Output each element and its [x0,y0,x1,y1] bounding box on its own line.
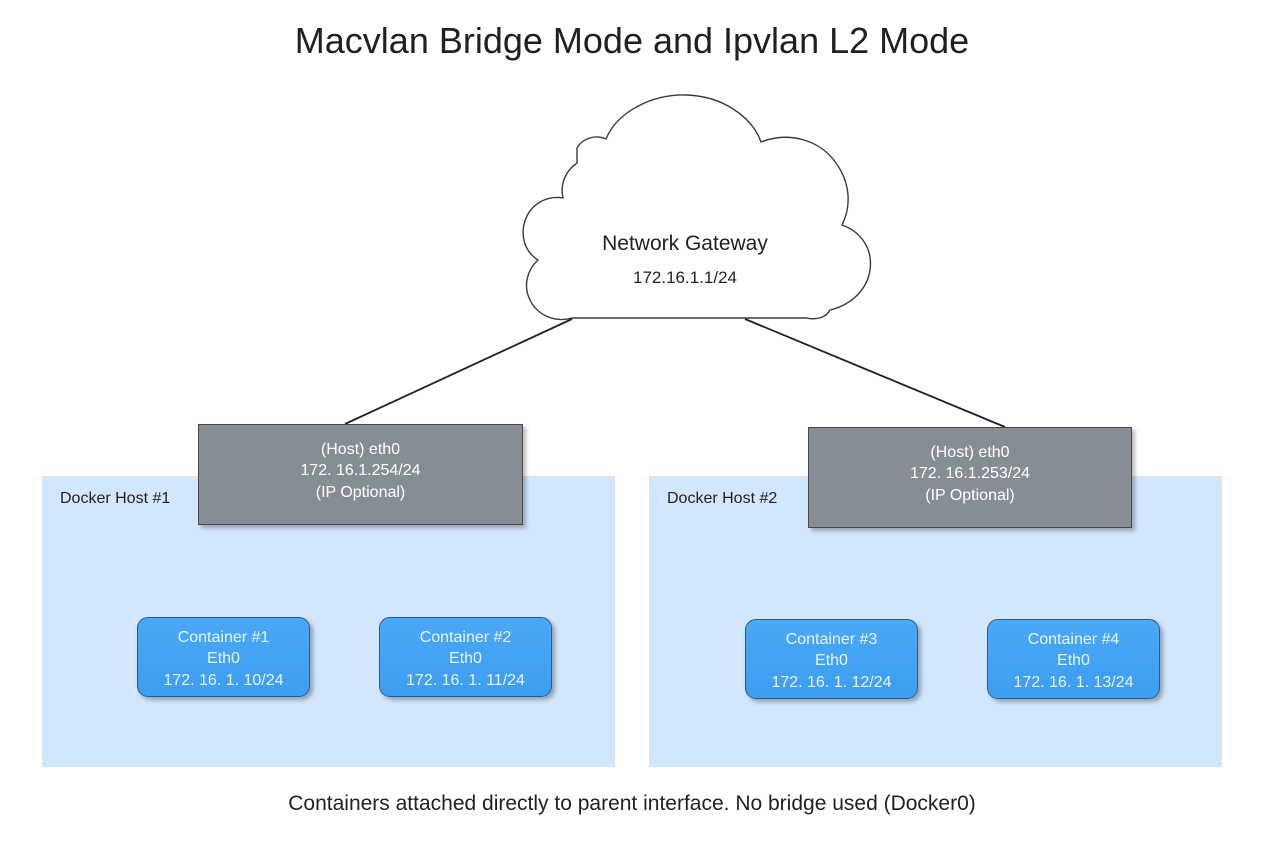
container-interface-1: Eth0 [207,650,240,668]
container-interface-3: Eth0 [815,652,848,670]
container-ip-4: 172. 16. 1. 13/24 [1013,673,1134,691]
page-title: Macvlan Bridge Mode and Ipvlan L2 Mode [294,20,970,61]
container-name-4: Container #4 [1027,631,1120,648]
container-box-4: Container #4 Eth0 172. 16. 1. 13/24 [987,619,1160,699]
host-nic-interface-2: (Host) eth0 [930,444,1010,461]
container-ip-3: 172. 16. 1. 12/24 [771,673,892,691]
container-box-3: Container #3 Eth0 172. 16. 1. 12/24 [745,619,918,699]
cloud-icon [522,94,872,321]
container-box-2: Container #2 Eth0 172. 16. 1. 11/24 [379,617,552,697]
container-ip-1: 172. 16. 1. 10/24 [163,671,284,689]
container-box-1: Container #1 Eth0 172. 16. 1. 10/24 [137,617,310,697]
gateway-name-label: Network Gateway [602,232,768,255]
docker-host-label-2: Docker Host #2 [667,490,778,507]
host-nic-ip-1: 172. 16.1.254/24 [300,462,421,480]
gateway-ip-label: 172.16.1.1/24 [633,268,737,287]
host-nic-box-1: (Host) eth0 172. 16.1.254/24 (IP Optiona… [198,424,523,525]
container-name-2: Container #2 [419,629,512,646]
container-interface-4: Eth0 [1057,652,1090,670]
host-nic-interface-1: (Host) eth0 [320,441,401,458]
host-nic-note-2: (IP Optional) [925,486,1015,504]
docker-host-label-1: Docker Host #1 [60,490,171,507]
diagram-caption: Containers attached directly to parent i… [288,792,976,815]
link-gateway-host2 [744,318,1006,428]
host-nic-ip-2: 172. 16.1.253/24 [909,465,1031,483]
container-name-1: Container #1 [177,629,270,646]
container-interface-2: Eth0 [449,650,482,668]
container-name-3: Container #3 [785,631,878,648]
host-nic-box-2: (Host) eth0 172. 16.1.253/24 (IP Optiona… [808,427,1132,528]
container-ip-2: 172. 16. 1. 11/24 [406,671,525,689]
host-nic-note-1: (IP Optional) [315,483,406,501]
link-gateway-host1 [344,318,573,425]
